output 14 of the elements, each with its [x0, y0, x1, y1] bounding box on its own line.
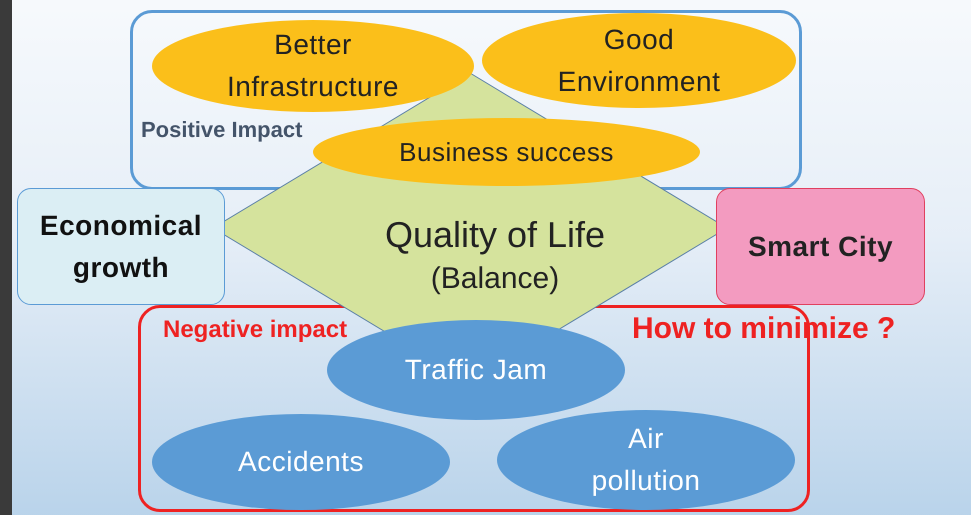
- oval-label: Accidents: [238, 445, 364, 479]
- group-title: Positive Impact: [141, 117, 302, 143]
- diamond-label: (Balance): [430, 262, 560, 296]
- factor-box: [716, 188, 925, 305]
- oval-label: Traffic Jam: [404, 353, 548, 387]
- group-title: Negative impact: [163, 316, 348, 344]
- oval-label: Good Environment: [556, 22, 722, 98]
- oval-label: Air pollution: [590, 422, 702, 498]
- box-label: Economical growth: [38, 208, 204, 285]
- box-label: Smart City: [748, 230, 894, 264]
- diamond-label: Quality of Life: [384, 214, 606, 256]
- oval-label: Better Infrastructure: [226, 28, 400, 104]
- factor-box: [17, 188, 225, 305]
- oval-label: Business success: [399, 136, 614, 168]
